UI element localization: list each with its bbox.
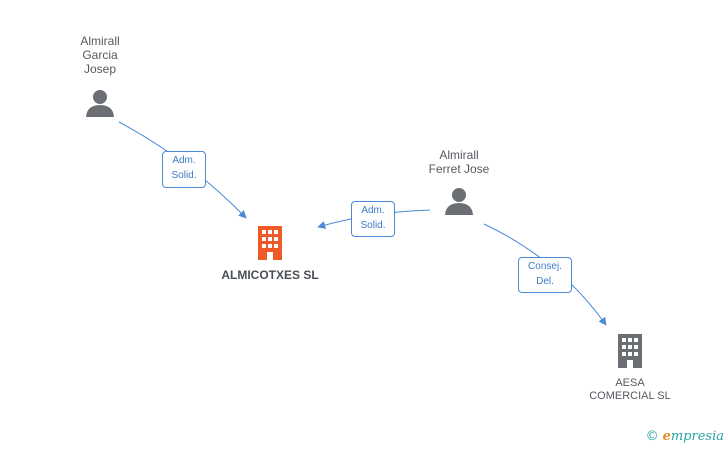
person-label: Almirall Ferret Jose [414, 148, 504, 176]
relation-label-line: Solid. [360, 220, 386, 231]
person-icon [445, 188, 473, 215]
person-label-line: Almirall [80, 34, 120, 48]
company-node-aesa[interactable]: AESA COMERCIAL SL [578, 334, 682, 403]
copyright-icon: © [645, 429, 659, 444]
person-icon [86, 90, 114, 117]
person-node-almirall-ferret[interactable]: Almirall Ferret Jose [414, 148, 504, 221]
brand-text: mpresia [670, 429, 724, 444]
person-node-almirall-garcia[interactable]: Almirall Garcia Josep [60, 34, 140, 123]
person-label-line: Garcia [82, 48, 118, 62]
person-label: Almirall Garcia Josep [60, 34, 140, 76]
company-label: AESA COMERCIAL SL [578, 377, 682, 403]
building-icon [258, 226, 282, 260]
relation-label-garcia-almicotxes[interactable]: Adm. Solid. [162, 151, 206, 188]
company-label-line: AESA [615, 377, 645, 389]
relation-label-line: Consej. [528, 261, 562, 272]
relation-label-ferret-almicotxes[interactable]: Adm. Solid. [351, 201, 395, 237]
relation-label-line: Solid. [171, 170, 197, 181]
person-label-line: Almirall [439, 148, 479, 162]
person-label-line: Josep [83, 62, 117, 76]
company-label-line: COMERCIAL SL [589, 390, 671, 402]
company-label: ALMICOTXES SL [221, 268, 319, 282]
company-node-almicotxes[interactable]: ALMICOTXES SL [208, 226, 332, 282]
building-icon [618, 334, 642, 368]
relation-label-ferret-aesa[interactable]: Consej. Del. [518, 257, 572, 293]
brand-e: e [662, 429, 671, 444]
relation-label-line: Del. [536, 276, 554, 287]
relation-label-line: Adm. [361, 205, 385, 216]
empresia-logo: ©empresia [646, 429, 724, 444]
relation-label-line: Adm. [172, 155, 196, 166]
person-label-line: Ferret Jose [428, 162, 490, 176]
